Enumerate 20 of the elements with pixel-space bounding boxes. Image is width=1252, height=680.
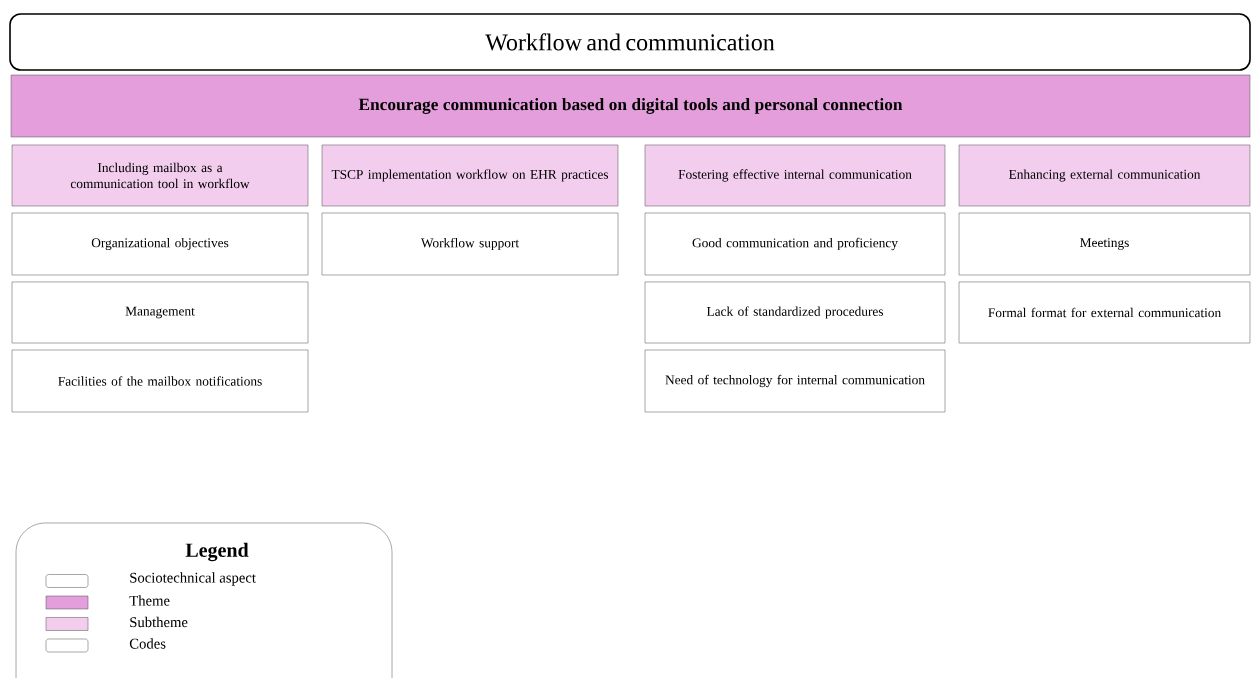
code-box: Facilities of the mailbox notifications xyxy=(11,349,309,413)
code-box: Management xyxy=(11,281,309,344)
code-box: Workflow support xyxy=(321,212,619,276)
legend-text: Subtheme xyxy=(130,616,188,628)
subtheme-box: TSCP implementation workflow on EHR practices xyxy=(321,144,619,207)
aspect-box: Workflow and communication xyxy=(9,13,1251,71)
subtheme-box: Enhancing external communication xyxy=(958,144,1251,207)
legend-text: Codes xyxy=(129,638,166,649)
code-box: Organizational objectives xyxy=(11,212,309,276)
subtheme-box: Including mailbox as a communication tool in workflow xyxy=(11,144,309,207)
code-box: Formal format for external communication xyxy=(958,281,1251,344)
legend-text: Theme xyxy=(129,595,170,606)
legend-text: Sociotechnical aspect xyxy=(130,572,256,586)
subtheme-box: Fostering effective internal communication xyxy=(644,144,946,207)
code-box: Lack of standardized procedures xyxy=(644,281,946,344)
theme-band: Encourage communication based on digital tools and personal connection xyxy=(10,74,1251,138)
code-box: Good communication and proficiency xyxy=(644,212,946,276)
code-box: Meetings xyxy=(958,212,1251,276)
legend-title: Legend xyxy=(185,542,249,562)
code-box: Need of technology for internal communication xyxy=(644,349,946,413)
